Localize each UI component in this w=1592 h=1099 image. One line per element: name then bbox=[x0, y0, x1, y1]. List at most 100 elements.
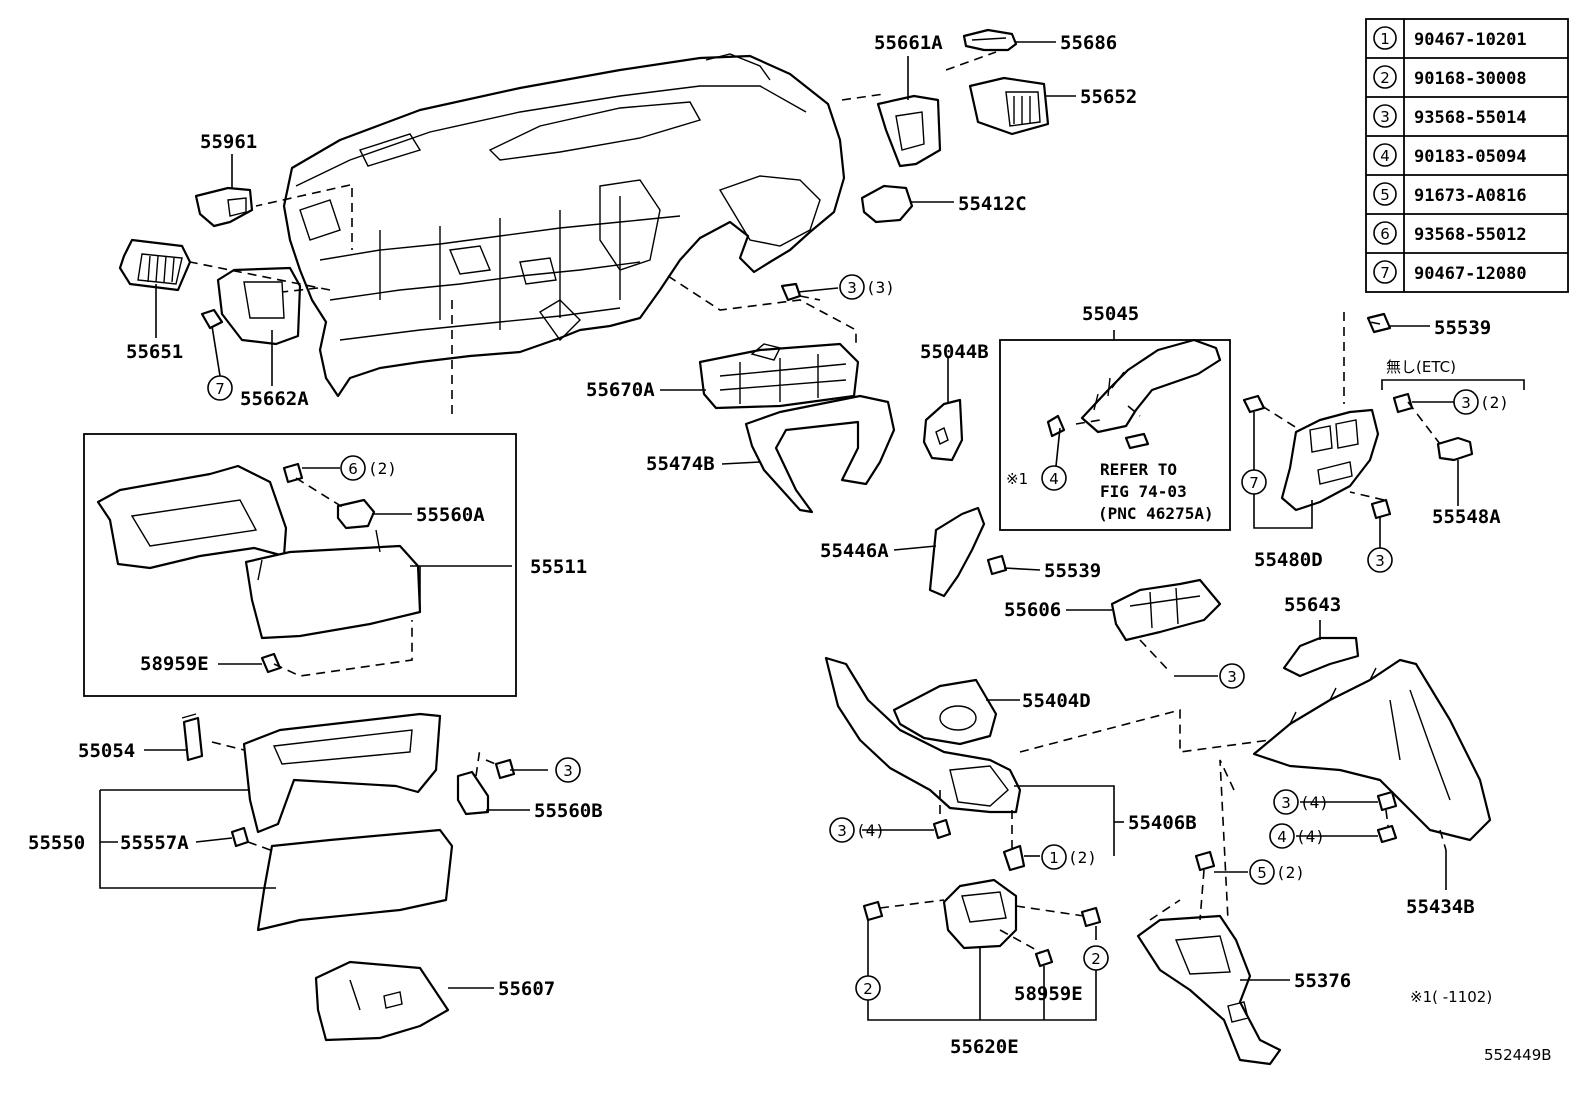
part-label: 55474B bbox=[646, 453, 715, 475]
table-index: 3 bbox=[1380, 108, 1390, 126]
vent-55651-drawing bbox=[118, 238, 192, 292]
table-index: 7 bbox=[1380, 264, 1390, 282]
star-note: ※1 bbox=[1006, 470, 1028, 488]
part-label: 55404D bbox=[1022, 690, 1091, 712]
part-label: 55539 bbox=[1434, 317, 1491, 339]
svg-text:7: 7 bbox=[1249, 474, 1259, 492]
table-part-number: 91673-A0816 bbox=[1414, 186, 1527, 206]
vent-55652-drawing bbox=[968, 76, 1050, 136]
svg-text:(4): (4) bbox=[856, 821, 885, 840]
svg-text:3: 3 bbox=[1227, 668, 1237, 686]
table-part-number: 90183-05094 bbox=[1414, 147, 1527, 167]
glovebox-door-drawing bbox=[244, 529, 422, 640]
trim-55044B-drawing bbox=[922, 398, 964, 462]
part-label: 55539 bbox=[1044, 560, 1101, 582]
table-part-number: 93568-55012 bbox=[1414, 225, 1527, 245]
bracket-55961-drawing bbox=[194, 186, 254, 228]
screw-6-drawing bbox=[282, 462, 304, 484]
part-label: 55607 bbox=[498, 978, 555, 1000]
part-label: 55557A bbox=[120, 832, 189, 854]
console-panel-drawing bbox=[824, 656, 1022, 814]
callout: 3 bbox=[1219, 663, 1245, 689]
part-label: 55054 bbox=[78, 740, 135, 762]
trim-55446A-drawing bbox=[928, 506, 986, 598]
table-row: 5 91673-A0816 bbox=[1373, 182, 1527, 206]
refer-note: FIG 74-03 bbox=[1100, 482, 1187, 501]
part-label: 55548A bbox=[1432, 506, 1501, 528]
table-row: 2 90168-30008 bbox=[1373, 65, 1527, 89]
svg-text:3: 3 bbox=[847, 279, 857, 297]
table-row: 7 90467-12080 bbox=[1373, 260, 1527, 284]
frame-55511 bbox=[83, 433, 517, 697]
svg-text:7: 7 bbox=[215, 380, 225, 398]
part-label: 55662A bbox=[240, 388, 309, 410]
callout: 2 bbox=[855, 975, 881, 1001]
svg-text:3: 3 bbox=[563, 762, 573, 780]
part-label: 58959E bbox=[140, 653, 209, 675]
svg-text:(2): (2) bbox=[368, 459, 397, 478]
clip-1-drawing bbox=[1002, 844, 1026, 872]
callouts: 3 (3) 6 (2) 7 4 7 3 (2) 3 bbox=[207, 274, 1509, 1001]
bumper-58959E-drawing bbox=[260, 652, 282, 674]
fastener-table: 1 90467-10201 2 90168-30008 3 93568-5501… bbox=[1365, 18, 1569, 293]
part-label: 55670A bbox=[586, 379, 655, 401]
screw-2-right-drawing bbox=[1080, 906, 1102, 928]
table-part-number: 90168-30008 bbox=[1414, 69, 1527, 89]
part-label: 55606 bbox=[1004, 599, 1061, 621]
part-label: 55480D bbox=[1254, 549, 1323, 571]
bumper-55557A-drawing bbox=[230, 826, 250, 848]
tab-55045-drawing bbox=[1124, 432, 1150, 450]
part-label: 58959E bbox=[1014, 983, 1083, 1005]
svg-text:4: 4 bbox=[1049, 470, 1059, 488]
console-55434B-drawing bbox=[1252, 658, 1492, 842]
part-label: 55376 bbox=[1294, 970, 1351, 992]
part-label: 55620E bbox=[950, 1036, 1019, 1058]
bracket-55606-drawing bbox=[1110, 578, 1222, 642]
table-index: 1 bbox=[1380, 30, 1390, 48]
console-55404D-drawing bbox=[892, 678, 998, 746]
table-index: 4 bbox=[1380, 147, 1390, 165]
part-label: 55651 bbox=[126, 341, 183, 363]
callout: 7 bbox=[1241, 469, 1267, 495]
glovebox-55550-drawing bbox=[242, 712, 442, 834]
door-55550-drawing bbox=[256, 828, 454, 932]
clip-55539-mid-drawing bbox=[986, 554, 1008, 576]
refer-note: (PNC 46275A) bbox=[1098, 504, 1214, 523]
leader-lines bbox=[99, 41, 1525, 1021]
part-label: 55550 bbox=[28, 832, 85, 854]
table-index: 2 bbox=[1380, 69, 1390, 87]
svg-text:(2): (2) bbox=[1276, 863, 1305, 882]
svg-text:(3): (3) bbox=[866, 278, 895, 297]
alignment-lines bbox=[189, 51, 1447, 953]
footnote: ※1( -1102) bbox=[1410, 988, 1492, 1006]
svg-text:4: 4 bbox=[1277, 828, 1287, 846]
clip-7-drawing bbox=[200, 308, 224, 330]
latch-55560A-drawing bbox=[336, 498, 376, 530]
bezel-55661A-drawing bbox=[876, 94, 942, 168]
screw-3-top-drawing bbox=[780, 282, 802, 302]
clip-4-55045-drawing bbox=[1046, 414, 1066, 438]
part-label: 55961 bbox=[200, 131, 257, 153]
part-label: 55406B bbox=[1128, 812, 1197, 834]
vent-55686-drawing bbox=[962, 28, 1018, 52]
glovebox-housing-drawing bbox=[96, 464, 288, 570]
bumper-58959E-lower-drawing bbox=[1034, 948, 1054, 968]
notes: REFER TO FIG 74-03 (PNC 46275A) ※1 無し(ET… bbox=[1006, 358, 1552, 1064]
svg-text:(4): (4) bbox=[1296, 827, 1325, 846]
callout: 3 (3) bbox=[839, 274, 895, 300]
svg-text:3: 3 bbox=[1281, 794, 1291, 812]
table-part-number: 90467-10201 bbox=[1414, 30, 1527, 50]
cupholder-55620E-drawing bbox=[942, 878, 1018, 950]
part-label: 55652 bbox=[1080, 86, 1137, 108]
svg-text:2: 2 bbox=[863, 980, 873, 998]
latch-55560B-drawing bbox=[456, 770, 490, 816]
svg-text:2: 2 bbox=[1091, 950, 1101, 968]
svg-text:3: 3 bbox=[1375, 552, 1385, 570]
svg-text:1: 1 bbox=[1049, 849, 1059, 867]
part-label: 55560B bbox=[534, 800, 603, 822]
cover-55045-drawing bbox=[1080, 338, 1222, 434]
frame-55045 bbox=[999, 339, 1231, 531]
switch-55548A-drawing bbox=[1436, 436, 1474, 462]
trim-55643-drawing bbox=[1282, 636, 1360, 678]
